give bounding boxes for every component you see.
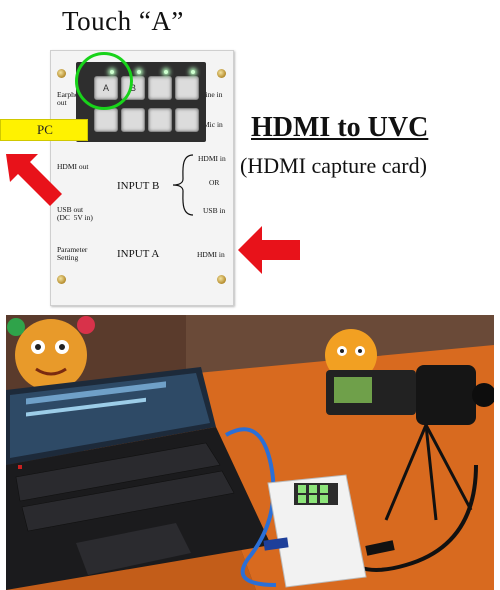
status-led	[137, 70, 141, 74]
key-f[interactable]	[121, 108, 145, 132]
input-b-label: INPUT B	[117, 180, 160, 192]
touch-a-caption: Touch “A”	[62, 6, 184, 36]
status-led	[164, 70, 168, 74]
highlight-ring	[75, 52, 133, 110]
corner-screw	[217, 69, 226, 78]
hdmi-out-label: HDMI out	[57, 162, 89, 171]
input-a-label: INPUT A	[117, 248, 160, 260]
pc-label-bar: PC	[0, 119, 88, 141]
key-g[interactable]	[148, 108, 172, 132]
status-led	[191, 70, 195, 74]
key-e[interactable]	[94, 108, 118, 132]
hdmi-in-b-label: HDMI in	[198, 154, 226, 163]
pc-label: PC	[37, 122, 53, 137]
setup-photo	[6, 315, 494, 590]
mic-in-label: Mic in	[203, 120, 223, 129]
or-label: OR	[209, 178, 220, 187]
line-in-label: Line in	[201, 90, 223, 99]
hdmi-out-arrow-icon	[6, 154, 62, 206]
input-b-brace	[172, 154, 194, 216]
headline: HDMI to UVC	[251, 112, 429, 143]
setup-photo-illustration	[6, 315, 494, 590]
hdmi-in-arrow-icon	[238, 226, 300, 274]
key-h[interactable]	[175, 108, 199, 132]
key-c[interactable]	[148, 76, 172, 100]
earphone-out-label: Earphone out	[57, 90, 86, 107]
corner-screw	[217, 275, 226, 284]
key-d[interactable]	[175, 76, 199, 100]
corner-screw	[57, 275, 66, 284]
parameter-setting-label: Parameter Setting	[57, 245, 88, 262]
corner-screw	[57, 69, 66, 78]
hdmi-in-a-label: HDMI in	[197, 250, 225, 259]
usb-in-label: USB in	[203, 206, 226, 215]
usb-out-label: USB out (DC 5V in)	[57, 205, 93, 222]
subheadline: (HDMI capture card)	[240, 153, 427, 178]
